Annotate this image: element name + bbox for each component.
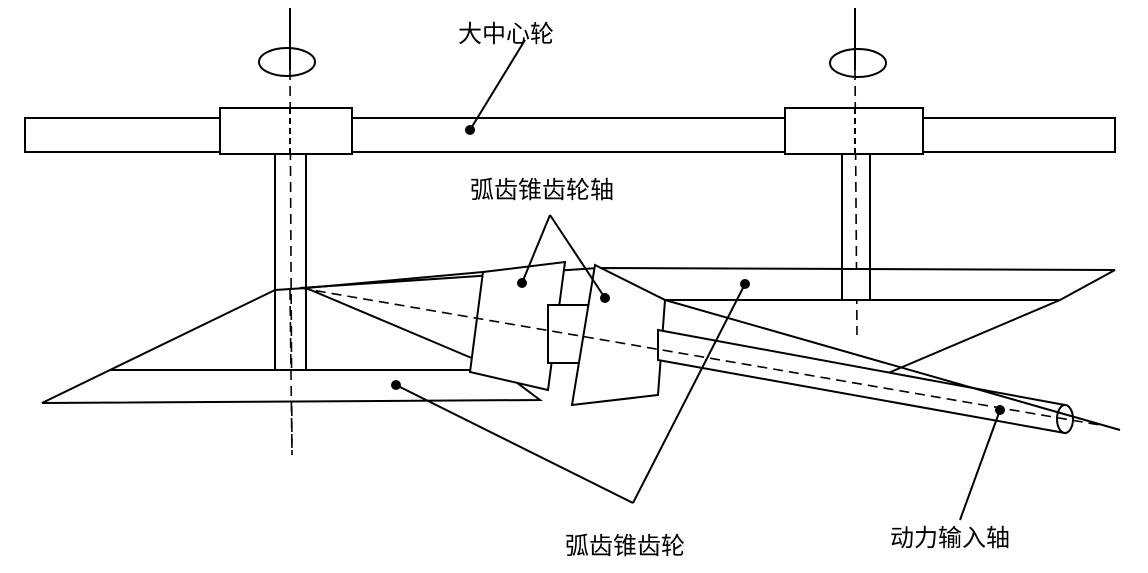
- left-hub: [219, 107, 353, 155]
- large-center-wheel-bar: [24, 107, 1116, 155]
- spiral-bevel-pinion-left: [305, 260, 567, 392]
- label-spiral-bevel-gear-shaft: 弧齿锥齿轮轴: [470, 176, 614, 204]
- label-spiral-bevel-gear: 弧齿锥齿轮: [565, 532, 685, 560]
- right-vertical-shaft: [841, 154, 871, 268]
- spiral-bevel-pinion-right: [570, 263, 667, 407]
- label-large-center-wheel: 大中心轮: [458, 20, 554, 48]
- power-input-shaft: [299, 287, 1121, 435]
- leader-lines: [391, 39, 1005, 521]
- label-power-input-shaft: 动力输入轴: [890, 524, 1010, 552]
- right-rotation-axis: [829, 8, 887, 336]
- left-bevel-gear-disc: [41, 287, 543, 456]
